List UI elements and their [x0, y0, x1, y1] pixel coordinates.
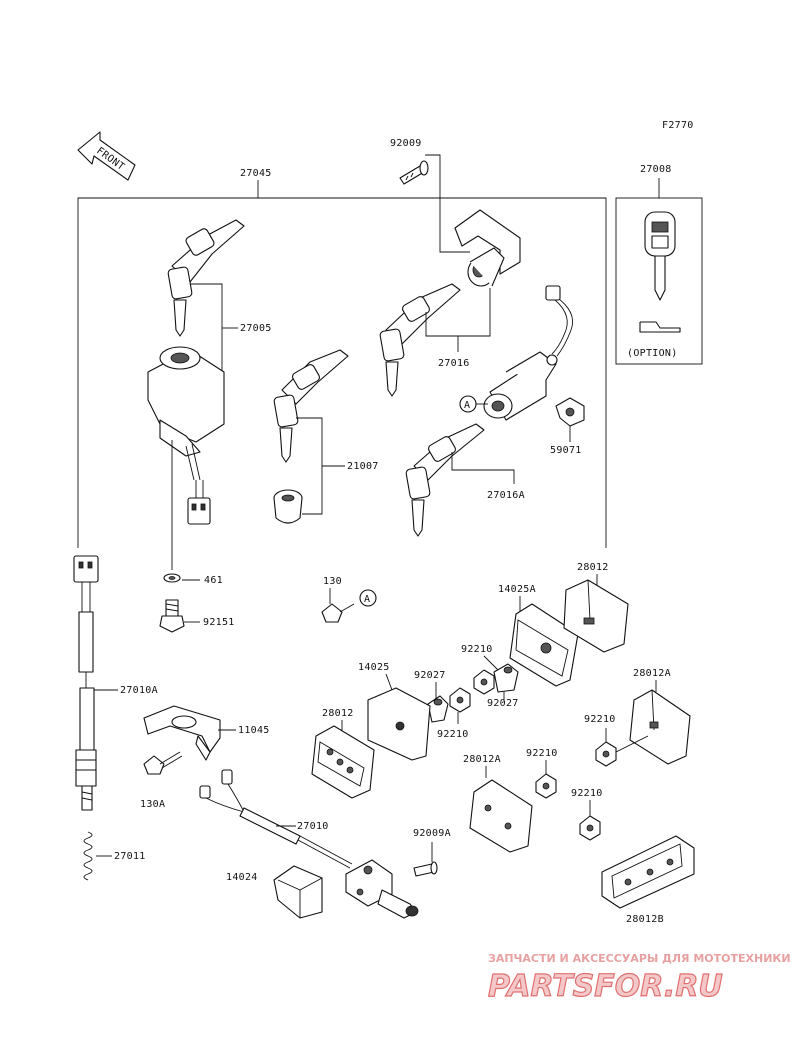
reflector-28012a-mid	[469, 779, 533, 853]
part-label-92009: 92009	[390, 138, 422, 149]
bolt-130a-icon	[143, 751, 183, 775]
brake-switch-assembly	[345, 859, 419, 919]
part-label-28012a-mid: 28012A	[463, 754, 501, 765]
key-27016a-icon	[405, 423, 485, 537]
bracket-11045	[143, 705, 221, 761]
clip-59071-icon	[555, 397, 585, 427]
part-label-27011: 27011	[114, 851, 146, 862]
collar-92027-right	[493, 663, 519, 693]
option-label: (OPTION)	[627, 348, 678, 359]
part-label-92210-e: 92210	[571, 788, 603, 799]
washer-461-icon	[163, 573, 181, 583]
part-label-92210-b: 92210	[437, 729, 469, 740]
nut-92210-d	[535, 773, 557, 799]
part-label-92151: 92151	[203, 617, 235, 628]
key-27016-icon	[379, 283, 461, 397]
part-label-27005: 27005	[240, 323, 272, 334]
option-key-icon	[639, 211, 681, 333]
cover-14024-icon	[273, 865, 323, 919]
part-label-21007: 21007	[347, 461, 379, 472]
part-label-27010a: 27010A	[120, 685, 158, 696]
watermark-tagline: ЗАПЧАСТИ И АКСЕССУАРЫ ДЛЯ МОТОТЕХНИКИ	[488, 952, 791, 965]
watermark-logo: ЗАПЧАСТИ И АКСЕССУАРЫ ДЛЯ МОТОТЕХНИКИ PA…	[487, 952, 791, 1005]
part-label-28012-top: 28012	[577, 562, 609, 573]
front-arrow-icon: FRONT	[77, 131, 136, 181]
bolt-92151-icon	[159, 599, 185, 633]
reflector-28012a-right	[629, 689, 691, 765]
nut-92210-e	[579, 815, 601, 841]
part-label-92027-b: 92027	[487, 698, 519, 709]
part-label-28012-left: 28012	[322, 708, 354, 719]
part-label-28012a-right: 28012A	[633, 668, 671, 679]
lock-cap-icon	[273, 489, 303, 524]
option-frame	[615, 178, 703, 365]
reflector-bracket-14025	[367, 687, 431, 761]
screw-92009a-icon	[413, 861, 438, 877]
part-label-27016a: 27016A	[487, 490, 525, 501]
ignition-switch	[147, 346, 225, 525]
part-label-27045: 27045	[240, 168, 272, 179]
collar-92027-left	[427, 695, 449, 723]
reflector-bracket-14025a	[509, 603, 579, 687]
part-label-92210-c: 92210	[584, 714, 616, 725]
spring-27011-icon	[83, 831, 93, 881]
diagram-code: F2770	[662, 120, 694, 131]
part-label-27010: 27010	[297, 821, 329, 832]
part-label-28012b: 28012B	[626, 914, 664, 925]
reflector-28012-left	[311, 725, 375, 799]
part-label-130a: 130A	[140, 799, 165, 810]
part-label-14024: 14024	[226, 872, 258, 883]
part-label-14025a: 14025A	[498, 584, 536, 595]
helmet-lock-assembly: A	[459, 285, 574, 421]
part-label-92009a: 92009A	[413, 828, 451, 839]
switch-cable-27010	[199, 769, 353, 869]
part-label-92210-a: 92210	[461, 644, 493, 655]
bolt-130-icon	[321, 603, 355, 623]
part-label-461: 461	[204, 575, 223, 586]
part-label-11045: 11045	[238, 725, 270, 736]
connector-27010a	[73, 555, 99, 811]
nut-92210-mid	[473, 669, 495, 695]
part-label-130: 130	[323, 576, 342, 587]
part-label-59071: 59071	[550, 445, 582, 456]
part-label-92027-a: 92027	[414, 670, 446, 681]
ignition-kit-frame	[77, 180, 607, 548]
nut-92210-c	[595, 741, 617, 767]
reflector-28012-top	[563, 579, 629, 653]
watermark-brand: PARTSFOR.RU	[488, 969, 723, 1004]
part-label-92210-d: 92210	[526, 748, 558, 759]
key-27005-icon	[167, 219, 245, 337]
callout-marker-a-ref: A	[364, 594, 370, 605]
reflector-28012b	[601, 835, 695, 909]
nut-92210-b	[449, 687, 471, 713]
part-label-14025: 14025	[358, 662, 390, 673]
key-21007-icon	[273, 349, 349, 463]
screw-92009-icon	[399, 160, 429, 185]
part-label-27016: 27016	[438, 358, 470, 369]
callout-marker-a: A	[464, 400, 470, 411]
seat-lock-bracket	[454, 209, 521, 287]
part-label-27008: 27008	[640, 164, 672, 175]
